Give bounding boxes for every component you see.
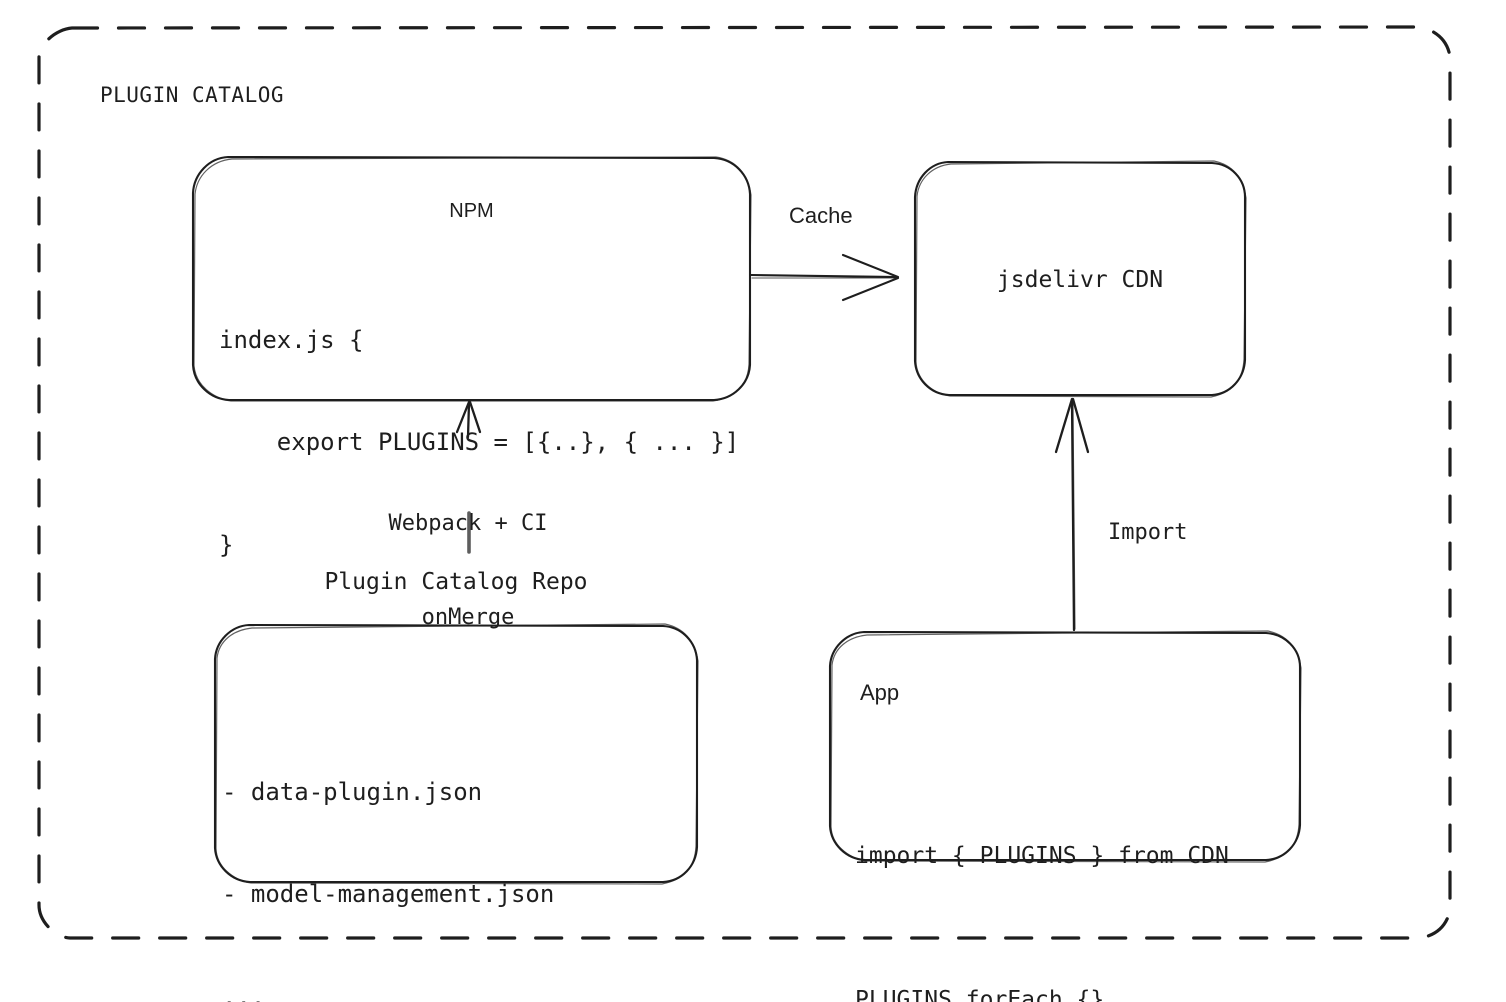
cdn-node-title: jsdelivr CDN <box>996 267 1164 293</box>
repo-file-item: - model-management.json <box>222 880 555 909</box>
edge-label-import: Import <box>1108 520 1188 545</box>
app-node-code: import { PLUGINS } from CDN PLUGINS.forE… <box>855 735 1229 1002</box>
edge-label-webpack-ci: Webpack + CI onMerge <box>318 446 618 696</box>
repo-box-border <box>213 623 699 885</box>
app-code-line: import { PLUGINS } from CDN <box>855 842 1229 869</box>
edge-label-cache: Cache <box>789 203 853 228</box>
npm-code-line: export PLUGINS = [{..}, { ... }] <box>219 428 740 457</box>
npm-code-line: index.js { <box>219 326 364 355</box>
repo-file-item: ... <box>222 982 266 1002</box>
app-code-line: PLUGINS.forEach {} <box>855 987 1105 1002</box>
plugin-catalog-container-border <box>37 25 1452 940</box>
npm-node-title: NPM <box>449 200 494 222</box>
npm-box-border <box>191 155 752 402</box>
repo-file-item: - data-plugin.json <box>222 778 483 807</box>
app-box-border <box>828 630 1302 863</box>
app-node-title: App <box>860 680 900 705</box>
edge-repo-to-npm <box>455 400 482 554</box>
container-title: PLUGIN CATALOG <box>100 83 285 107</box>
edge-label-line: Webpack + CI <box>388 511 548 537</box>
edge-app-to-cdn <box>1054 397 1090 632</box>
repo-node-caption: Plugin Catalog Repo <box>324 569 588 595</box>
edge-npm-to-cdn <box>749 253 900 302</box>
npm-code-line: } <box>219 530 234 559</box>
cdn-box-border <box>913 160 1247 398</box>
npm-node-code: index.js { export PLUGINS = [{..}, { ...… <box>219 255 739 630</box>
edge-label-line: onMerge <box>421 605 515 631</box>
repo-node-file-list: - data-plugin.json - model-management.js… <box>222 707 554 1002</box>
